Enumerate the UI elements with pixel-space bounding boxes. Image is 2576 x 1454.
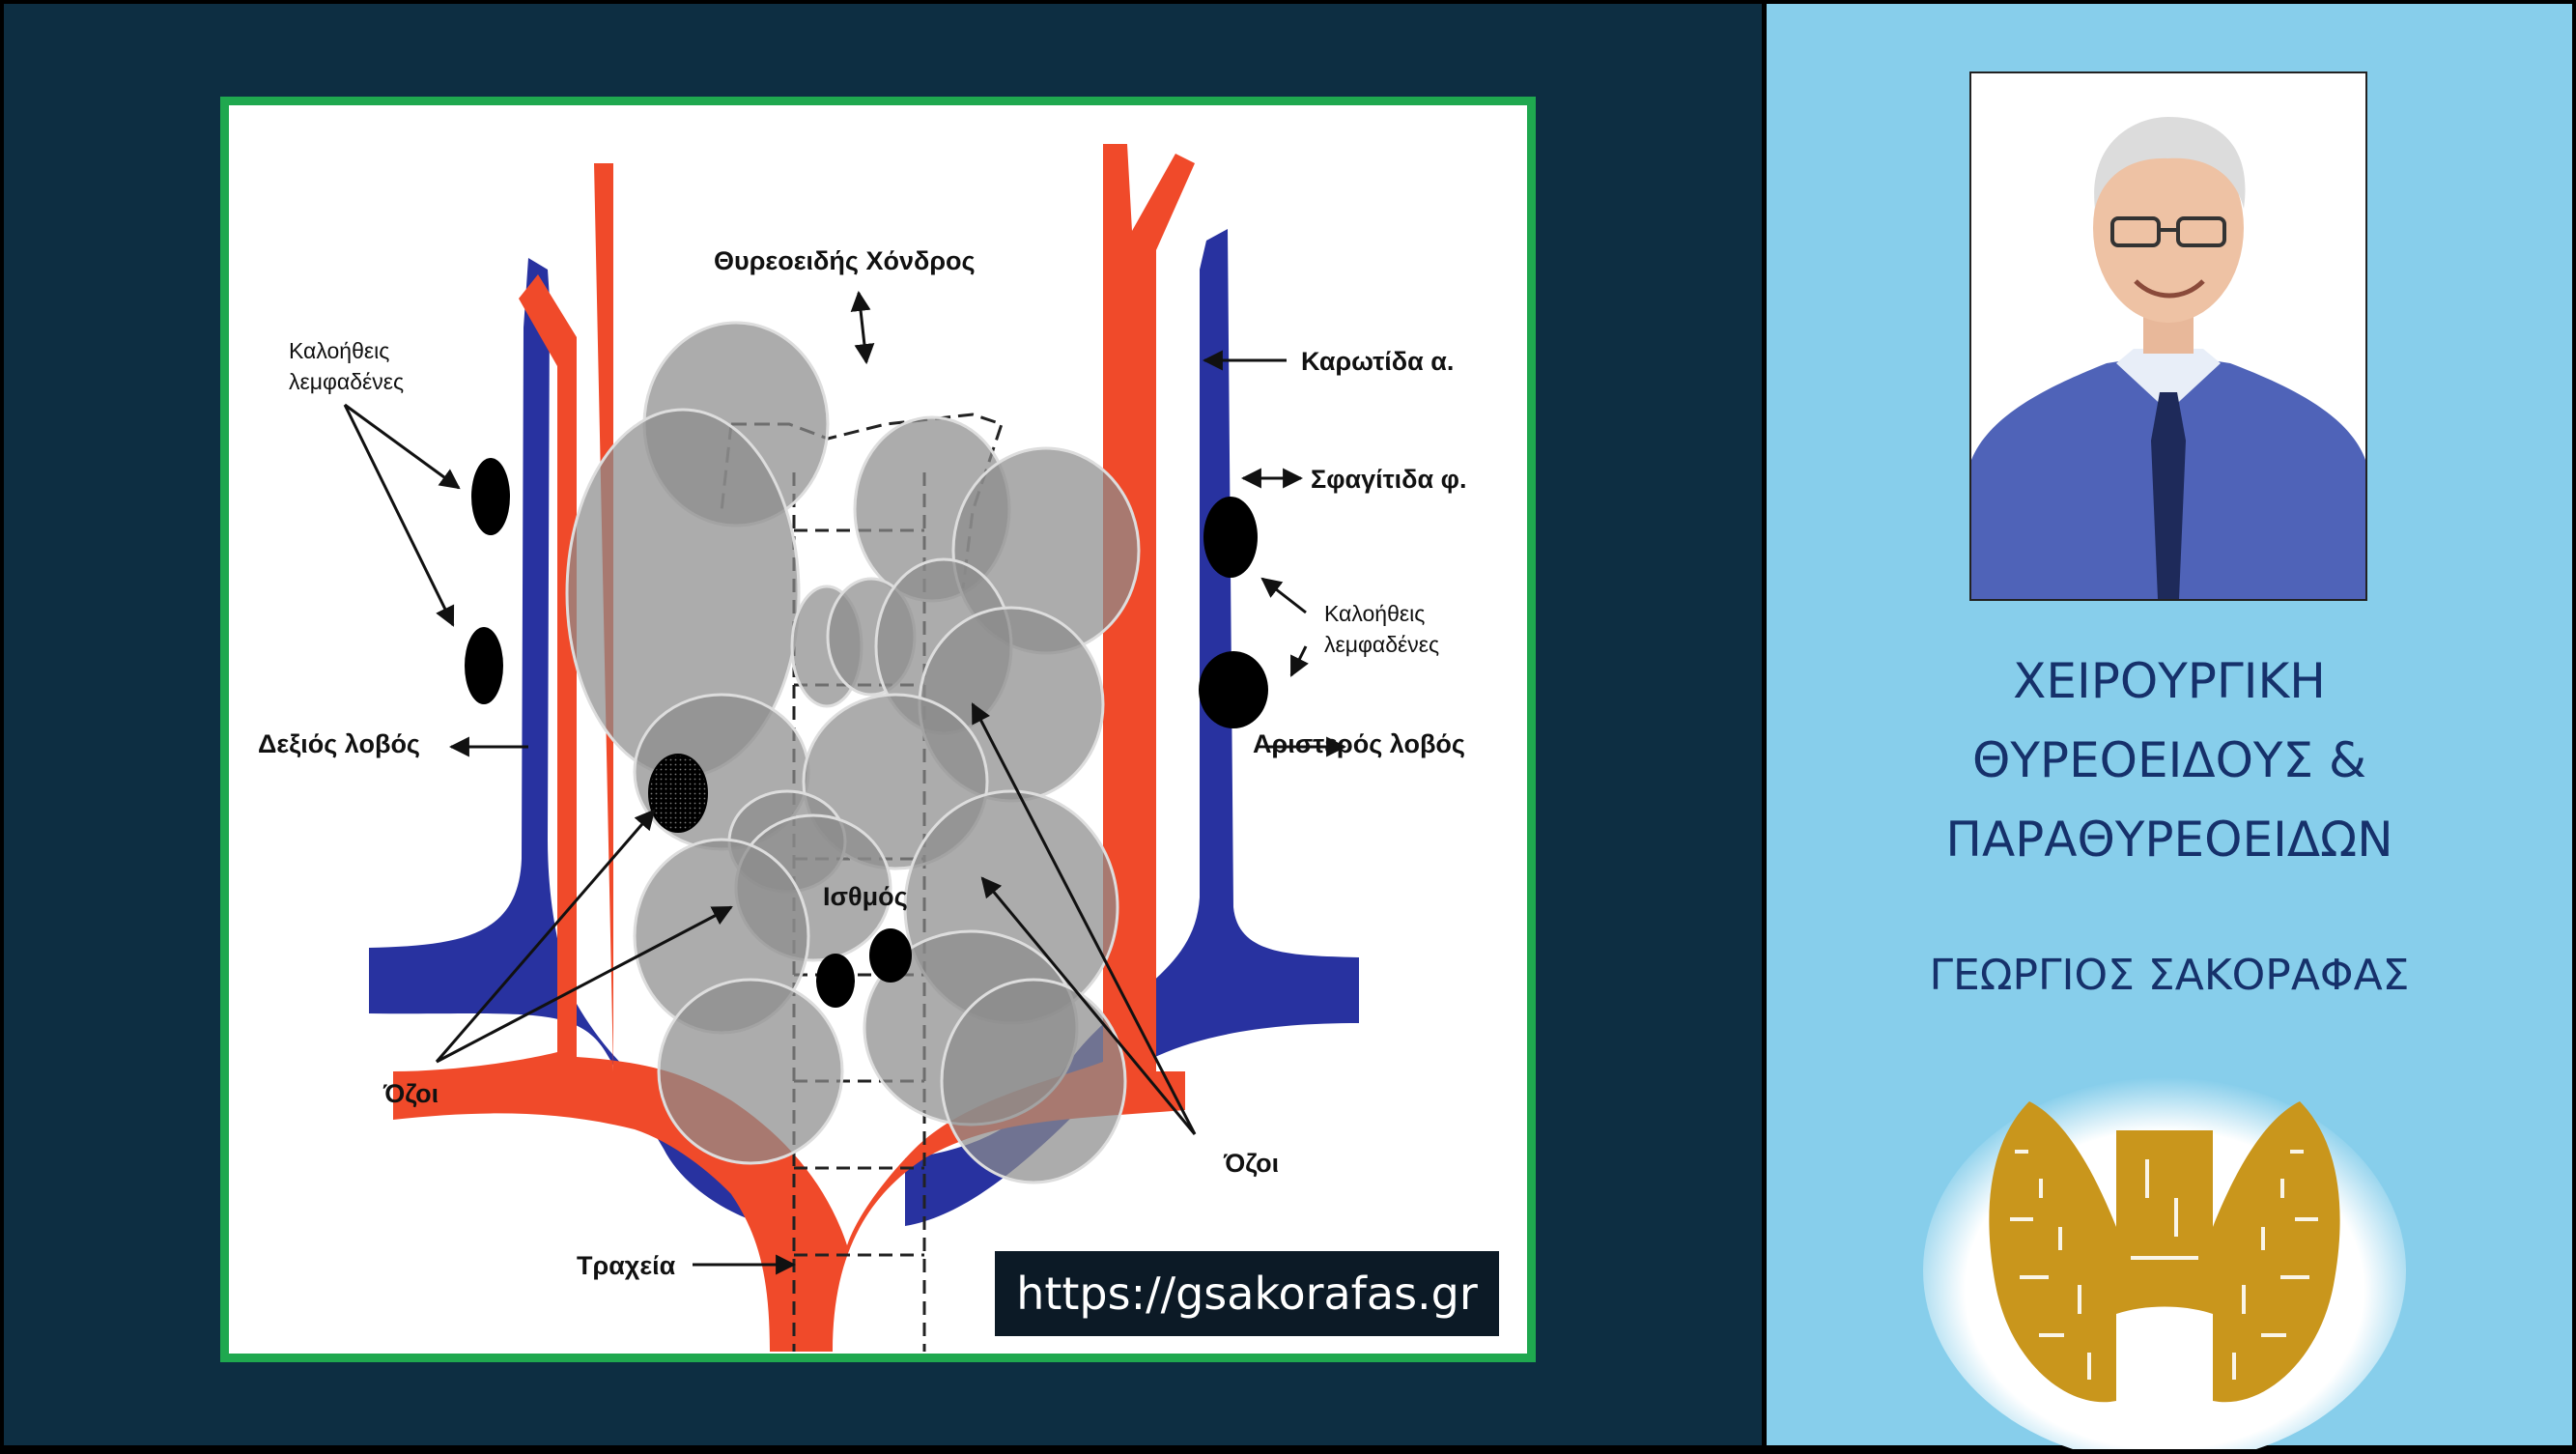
thyroid-nodules	[565, 321, 1141, 1184]
website-link[interactable]: https://gsakorafas.gr	[995, 1251, 1499, 1336]
title-line-2: ΘΥΡΕΟΕΙΔΟΥΣ &	[1972, 732, 2366, 788]
label-benign-nodes-left-line2: λεμφαδένες	[289, 369, 405, 394]
label-benign-nodes-left: Καλοήθεις λεμφαδένες	[289, 335, 404, 397]
page-title: ΧΕΙΡΟΥΡΓΙΚΗ ΘΥΡΕΟΕΙΔΟΥΣ & ΠΑΡΑΘΥΡΕΟΕΙΔΩΝ	[1805, 641, 2534, 879]
title-line-3: ΠΑΡΑΘΥΡΕΟΕΙΔΩΝ	[1945, 812, 2393, 868]
author-photo	[1969, 71, 2367, 601]
label-isthmus: Ισθμός	[823, 882, 908, 911]
label-carotid: Καρωτίδα α.	[1301, 347, 1455, 376]
label-benign-nodes-left-line1: Καλοήθεις	[289, 338, 390, 363]
label-nodules-left: Όζοι	[383, 1079, 439, 1108]
label-left-lobe: Αριστερός λοβός	[1253, 729, 1465, 758]
thyroid-logo-icon	[1923, 1077, 2406, 1454]
lymph-nodes	[465, 458, 1268, 1008]
label-thyroid-cartilage: Θυρεοειδής Χόνδρος	[714, 246, 976, 275]
label-nodules-right: Όζοι	[1224, 1149, 1280, 1178]
panel-divider	[1762, 0, 1767, 1449]
thyroid-diagram: Θυρεοειδής Χόνδρος Καρωτίδα α. Σφαγίτιδα…	[220, 97, 1536, 1362]
label-benign-nodes-right: Καλοήθεις λεμφαδένες	[1324, 598, 1439, 660]
title-line-1: ΧΕΙΡΟΥΡΓΙΚΗ	[2013, 653, 2326, 709]
label-arrows	[343, 290, 1347, 1275]
jugular-veins	[369, 229, 1359, 1226]
thyroid-diagram-drawing	[343, 144, 1359, 1352]
label-right-lobe: Δεξιός λοβός	[258, 729, 420, 758]
portrait-photo-icon	[1971, 73, 2365, 599]
author-name: ΓΕΩΡΓΙΟΣ ΣΑΚΟΡΑΦΑΣ	[1929, 951, 2410, 1000]
label-benign-nodes-right-line2: λεμφαδένες	[1324, 632, 1440, 657]
label-benign-nodes-right-line1: Καλοήθεις	[1324, 601, 1426, 626]
parathyroid-gland	[648, 754, 708, 833]
diagram-panel: Θυρεοειδής Χόνδρος Καρωτίδα α. Σφαγίτιδα…	[4, 4, 1762, 1445]
info-sidebar: ΧΕΙΡΟΥΡΓΙΚΗ ΘΥΡΕΟΕΙΔΟΥΣ & ΠΑΡΑΘΥΡΕΟΕΙΔΩΝ…	[1767, 4, 2572, 1454]
carotid-arteries	[393, 144, 1195, 1352]
thyroid-gland-logo	[1923, 1063, 2406, 1454]
label-jugular: Σφαγίτιδα φ.	[1311, 465, 1467, 494]
label-trachea: Τραχεία	[577, 1251, 676, 1280]
